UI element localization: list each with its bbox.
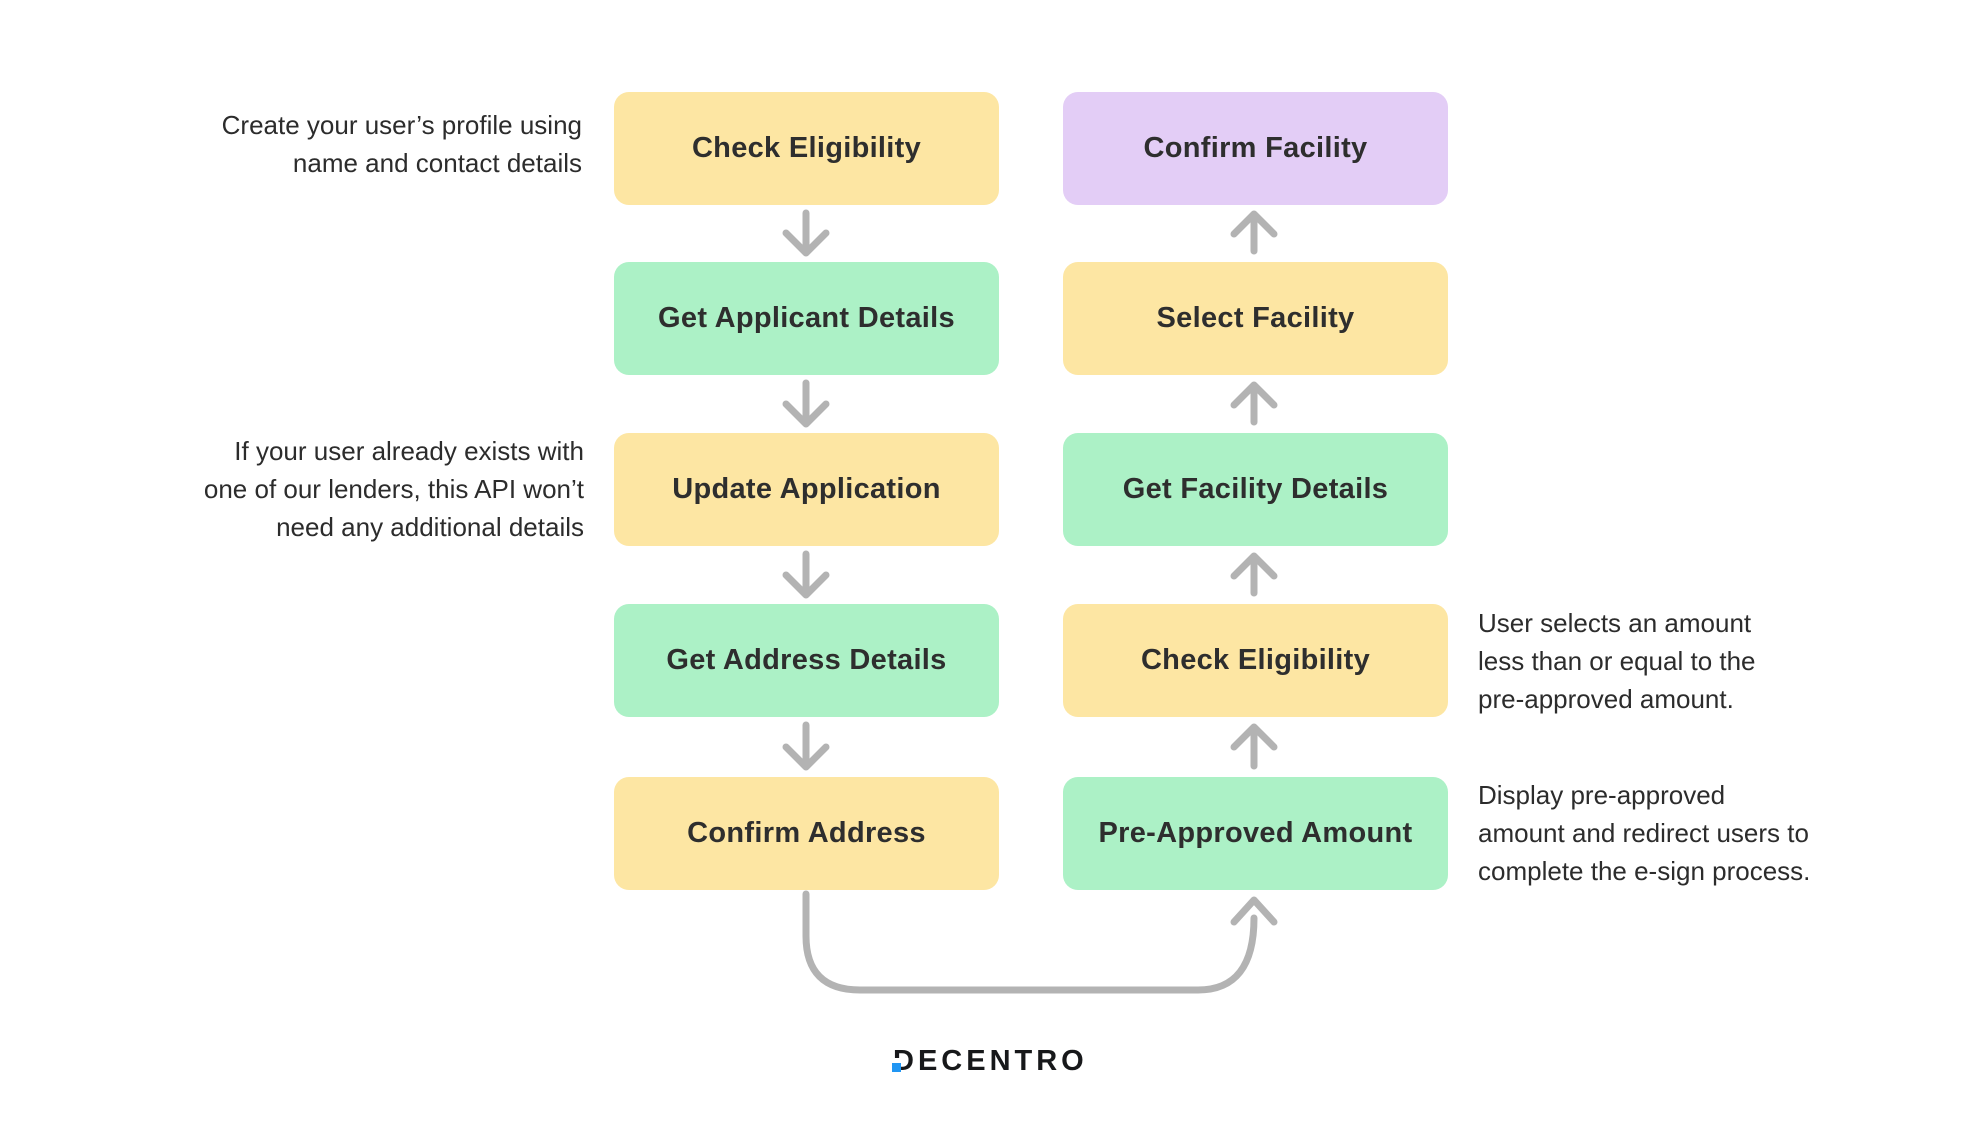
flow-step-label: Get Facility Details xyxy=(1122,473,1389,505)
curved-connector-arrow-icon xyxy=(802,890,1278,994)
flow-step-select-facility: Select Facility xyxy=(1063,262,1448,375)
flow-step-get-facility-details: Get Facility Details xyxy=(1063,433,1448,546)
arrow-down-icon xyxy=(782,550,830,599)
logo-text: DECENTRO xyxy=(893,1045,1088,1077)
flow-step-label: Confirm Facility xyxy=(1143,132,1368,164)
flow-step-check-eligibility: Check Eligibility xyxy=(614,92,999,205)
decentro-logo: DECENTRO xyxy=(892,1045,1088,1077)
annotation-display-amount: Display pre-approved amount and redirect… xyxy=(1478,780,1811,886)
flow-step-update-application: Update Application xyxy=(614,433,999,546)
annotation-user-selects-amount: User selects an amount less than or equa… xyxy=(1478,608,1756,714)
flow-step-get-address-details: Get Address Details xyxy=(614,604,999,717)
flow-step-confirm-address: Confirm Address xyxy=(614,777,999,890)
logo-blue-dot-icon xyxy=(892,1063,901,1072)
annotation-user-exists: If your user already exists with one of … xyxy=(203,436,584,542)
flow-step-label: Check Eligibility xyxy=(691,132,922,164)
arrow-down-icon xyxy=(782,209,830,257)
arrow-up-icon xyxy=(1230,723,1278,770)
flow-step-label: Get Applicant Details xyxy=(658,302,955,334)
flow-step-check-eligibility-2: Check Eligibility xyxy=(1063,604,1448,717)
arrow-down-icon xyxy=(782,721,830,771)
arrow-up-icon xyxy=(1230,552,1278,597)
flow-step-label: Pre-Approved Amount xyxy=(1098,817,1413,849)
flow-step-confirm-facility: Confirm Facility xyxy=(1063,92,1448,205)
flow-step-label: Confirm Address xyxy=(687,817,926,849)
arrow-up-icon xyxy=(1230,210,1278,255)
annotation-create-profile: Create your user’s profile using name an… xyxy=(221,110,582,178)
arrow-down-icon xyxy=(782,379,830,428)
flow-step-label: Check Eligibility xyxy=(1140,644,1371,676)
flow-step-label: Select Facility xyxy=(1156,302,1355,334)
arrow-up-icon xyxy=(1230,381,1278,426)
flow-step-get-applicant-details: Get Applicant Details xyxy=(614,262,999,375)
flow-step-pre-approved-amount: Pre-Approved Amount xyxy=(1063,777,1448,890)
flow-step-label: Update Application xyxy=(672,473,941,505)
flow-step-label: Get Address Details xyxy=(666,644,947,676)
